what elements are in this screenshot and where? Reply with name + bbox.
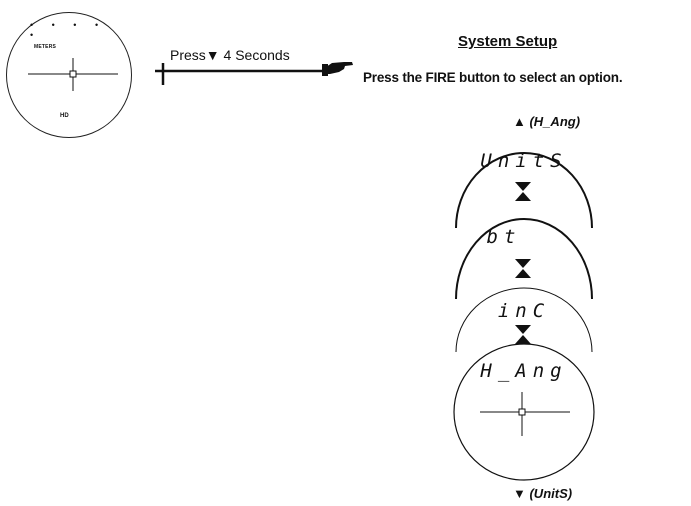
press-hold-instruction: Press▼ 4 Seconds (170, 47, 290, 63)
rangefinder-scope-display (6, 12, 132, 138)
previous-option-hint: ▲ (H_Ang) (513, 114, 581, 129)
page-title: System Setup (458, 33, 558, 50)
crosshair-icon (28, 58, 118, 91)
option-label-hang: H_Ang (480, 360, 568, 382)
pointing-hand-icon (322, 62, 353, 76)
scroll-up-down-icon (515, 259, 531, 278)
option-label-bt: bt (486, 226, 522, 248)
option-label-inc: inC (497, 300, 551, 322)
scroll-up-down-icon (515, 182, 531, 201)
scope-units-label: METERS (34, 44, 57, 50)
scope-dots-indicator: • • • • • (30, 20, 107, 40)
next-option-hint: ▼ (UnitS) (513, 486, 573, 501)
press-connector-arrow (155, 63, 335, 85)
option-screen-units (455, 152, 593, 229)
setup-instruction: Press the FIRE button to select an optio… (363, 70, 623, 85)
scroll-up-down-icon (515, 325, 531, 344)
option-screen-inc (455, 287, 593, 353)
option-label-units: UnitS (480, 150, 568, 172)
scope-mode-label: HD (60, 113, 69, 119)
option-screen-hang (453, 343, 595, 481)
option-screen-bt (455, 218, 593, 300)
